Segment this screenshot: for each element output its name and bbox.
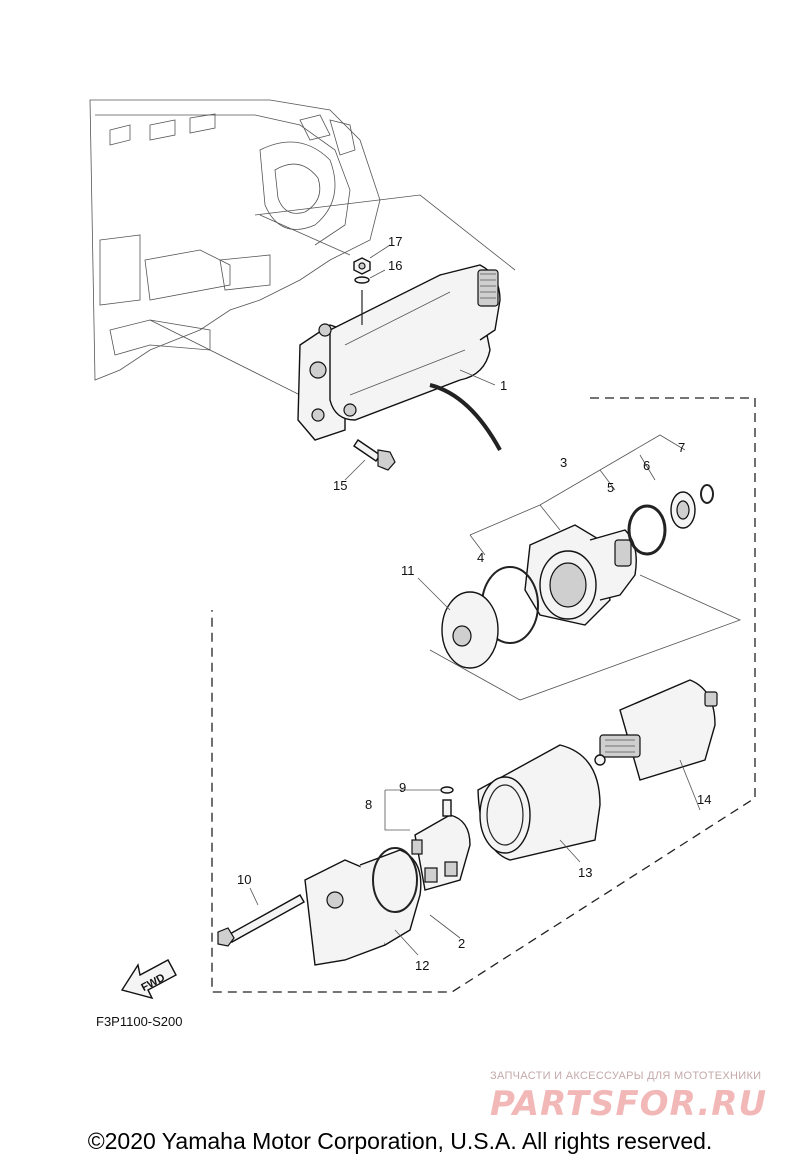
- starter-motor-assembly: [297, 264, 502, 451]
- callout-1: 1: [500, 378, 507, 393]
- callout-leaders: [249, 244, 701, 956]
- gear-6: [670, 491, 696, 529]
- nut-17: [353, 257, 371, 275]
- bolt-9: [440, 786, 454, 817]
- watermark-logo: PARTSFOR.RU: [490, 1084, 768, 1124]
- callout-9: 9: [399, 780, 406, 795]
- callout-17: 17: [388, 234, 402, 249]
- bolt-15: [353, 439, 396, 471]
- callout-8: 8: [365, 797, 372, 812]
- group-8-bracket: [384, 789, 440, 831]
- callout-13: 13: [578, 865, 592, 880]
- callout-14: 14: [697, 792, 711, 807]
- group-3-bracket: [469, 434, 686, 556]
- callout-15: 15: [333, 478, 347, 493]
- plate-guide-line: [429, 574, 742, 701]
- exploded-view-boundary: [211, 397, 756, 993]
- clip-7: [700, 484, 714, 504]
- callout-7: 7: [678, 440, 685, 455]
- armature-14: [594, 679, 718, 781]
- diagram-code: F3P1100-S200: [96, 1014, 183, 1029]
- callout-16: 16: [388, 258, 402, 273]
- callout-12: 12: [415, 958, 429, 973]
- callout-11: 11: [401, 563, 415, 578]
- mount-guide-lines: [149, 194, 516, 401]
- watermark-subtitle: ЗАПЧАСТИ И АКСЕССУАРЫ ДЛЯ МОТОТЕХНИКИ: [490, 1070, 762, 1082]
- bolt-10: [217, 894, 305, 947]
- plate-11: [441, 591, 499, 669]
- fwd-arrow-icon: FWD: [120, 959, 177, 1000]
- callout-6: 6: [643, 458, 650, 473]
- callout-4: 4: [477, 550, 484, 565]
- callout-3: 3: [560, 455, 567, 470]
- front-cover-12: [304, 849, 422, 966]
- yoke-13: [477, 744, 601, 861]
- o-ring-5: [627, 504, 667, 556]
- callout-2: 2: [458, 936, 465, 951]
- gasket-2: [372, 847, 418, 913]
- callout-5: 5: [607, 480, 614, 495]
- gear-housing-3: [524, 524, 637, 626]
- copyright-text: ©2020 Yamaha Motor Corporation, U.S.A. A…: [87, 1128, 713, 1154]
- washer-16: [354, 276, 370, 284]
- callout-10: 10: [237, 872, 251, 887]
